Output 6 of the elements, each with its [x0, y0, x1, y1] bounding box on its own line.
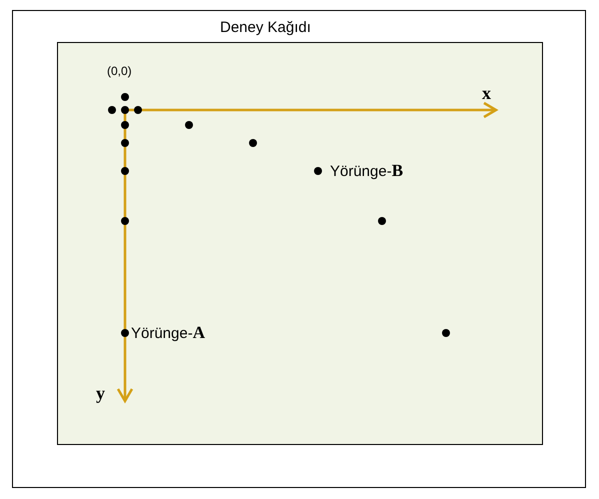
trajectory-label: Yörünge-B	[330, 162, 404, 179]
axis-label: x	[482, 84, 491, 102]
paper-title: Deney Kağıdı	[220, 20, 311, 35]
trajectory-label: Yörünge-A	[131, 324, 205, 341]
axis-label: y	[96, 384, 105, 402]
origin-label: (0,0)	[107, 65, 132, 77]
